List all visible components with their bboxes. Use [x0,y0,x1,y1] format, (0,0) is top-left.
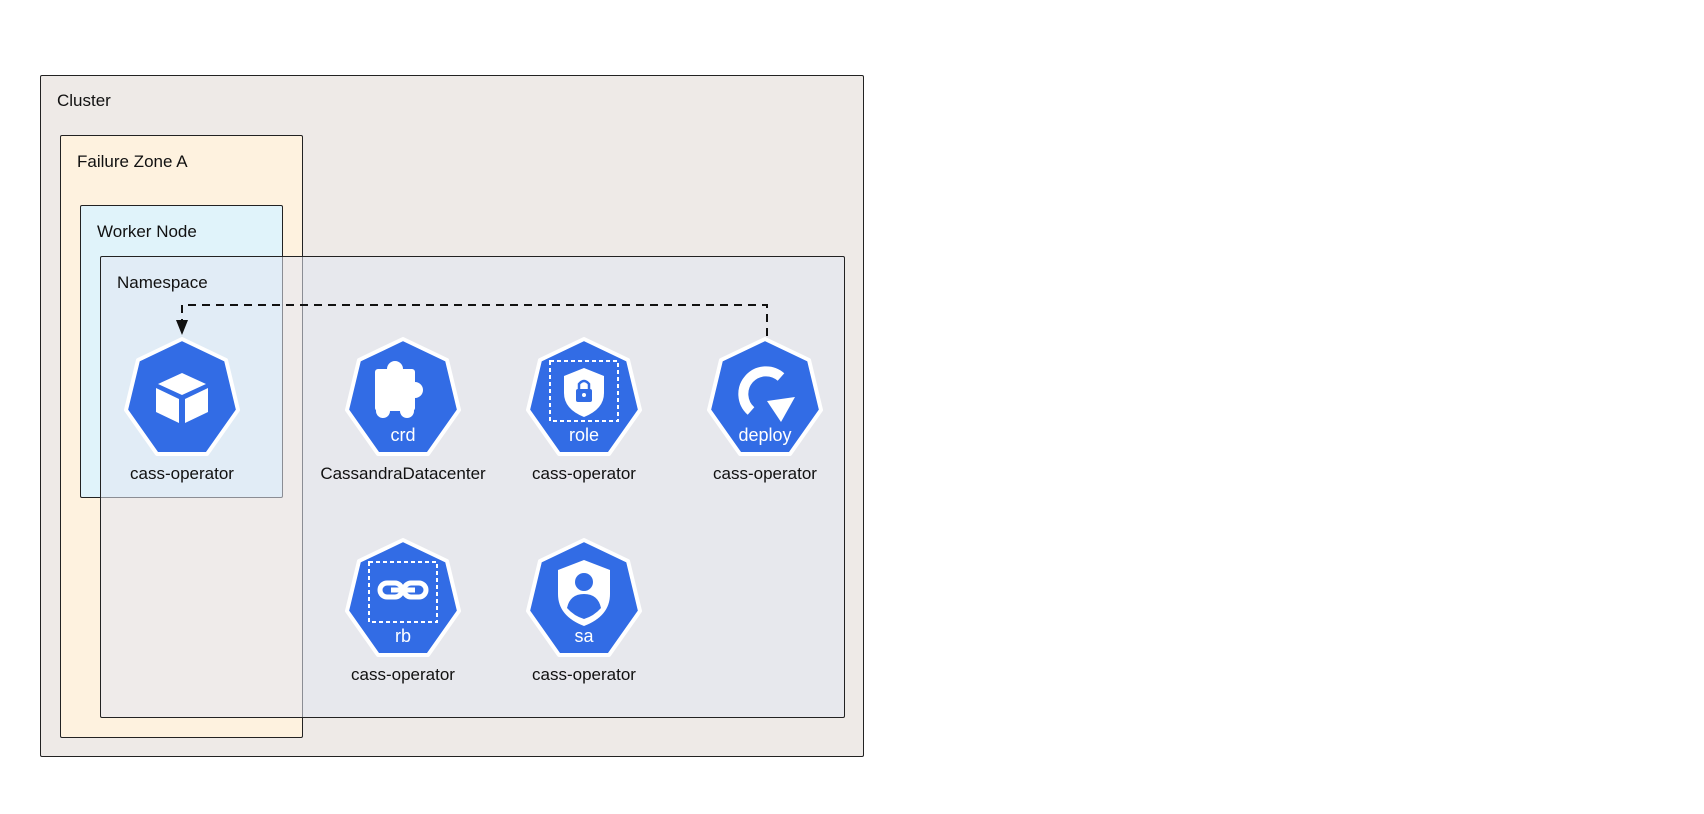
node-badge: sa [574,626,594,646]
node-role[interactable]: role cass-operator [484,337,684,487]
namespace-box: Namespace [100,256,845,718]
pod-cube-icon [124,337,240,456]
node-badge: rb [395,626,411,646]
node-badge: role [569,425,599,445]
node-caption: cass-operator [351,665,455,684]
node-badge: deploy [738,425,791,445]
cluster-label: Cluster [57,91,111,110]
node-pod[interactable]: cass-operator [82,337,282,487]
node-caption: cass-operator [532,665,636,684]
node-caption: CassandraDatacenter [320,464,486,483]
shield-user-icon: sa [526,538,642,657]
node-caption: cass-operator [532,464,636,483]
shield-lock-icon: role [526,337,642,456]
circular-arrow-icon: deploy [707,337,823,456]
node-rb[interactable]: rb cass-operator [303,538,503,688]
worker-node-label: Worker Node [97,222,197,241]
dashed-connector-line [181,304,768,336]
node-caption: cass-operator [713,464,817,483]
puzzle-piece-icon: crd [345,337,461,456]
node-crd[interactable]: crd CassandraDatacenter [303,337,503,487]
namespace-label: Namespace [117,273,208,292]
node-deploy[interactable]: deploy cass-operator [665,337,865,487]
node-sa[interactable]: sa cass-operator [484,538,684,688]
node-badge: crd [390,425,415,445]
node-caption: cass-operator [130,464,234,483]
failure-zone-label: Failure Zone A [77,152,188,171]
arrowhead-icon [176,320,188,335]
chain-link-icon: rb [345,538,461,657]
